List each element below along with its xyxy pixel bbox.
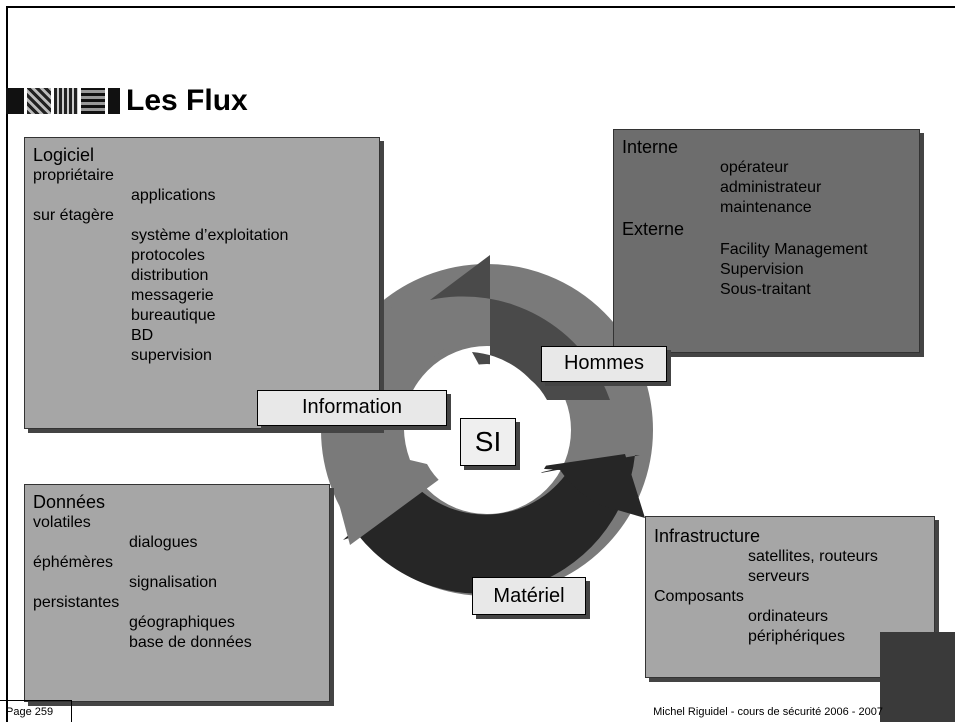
list-item: signalisation (129, 574, 218, 591)
list-item: périphériques (748, 628, 845, 645)
list-item: protocoles (131, 247, 205, 264)
school-logo-icon (880, 632, 955, 722)
slide-title-bar: Les Flux (6, 82, 248, 120)
list-item: serveurs (748, 568, 810, 585)
list-item: satellites, routeurs (748, 548, 878, 565)
box-infrastructure-heading: Infrastructure (654, 526, 761, 546)
list-item: éphémères (33, 554, 114, 571)
list-item: maintenance (720, 199, 812, 216)
list-item: volatiles (33, 514, 91, 531)
label-information: Information (257, 390, 447, 426)
logo-pattern-icon (54, 88, 78, 114)
arrow-infrastructure (530, 454, 645, 518)
label-materiel: Matériel (472, 577, 586, 615)
list-item: Interne (622, 137, 679, 157)
list-item: géographiques (129, 614, 235, 631)
box-donnees-heading: Données (33, 492, 106, 512)
list-item: propriétaire (33, 167, 114, 184)
list-item: Sous-traitant (720, 281, 811, 298)
logo-block-icon (6, 88, 24, 114)
list-item: système d’exploitation (131, 227, 289, 244)
center-label-si: SI (460, 418, 516, 466)
box-hommes: Interne opérateur administrateur mainten… (613, 129, 920, 353)
box-donnees: Données volatiles dialogues éphémères si… (24, 484, 330, 702)
logo-pattern-icon (27, 88, 51, 114)
list-item: administrateur (720, 179, 822, 196)
list-item: base de données (129, 634, 252, 651)
list-item: Externe (622, 219, 685, 239)
list-item: opérateur (720, 159, 789, 176)
list-item: distribution (131, 267, 209, 284)
list-item: persistantes (33, 594, 120, 611)
label-hommes: Hommes (541, 346, 667, 382)
list-item: Supervision (720, 261, 804, 278)
list-item: bureautique (131, 307, 216, 324)
slide-logo (6, 88, 120, 114)
list-item: supervision (131, 347, 212, 364)
box-logiciel-heading: Logiciel (33, 145, 95, 165)
footer-credit: Michel Riguidel - cours de sécurité 2006… (653, 706, 883, 718)
list-item: sur étagère (33, 207, 114, 224)
logo-pattern-icon (81, 88, 105, 114)
list-item: dialogues (129, 534, 198, 551)
list-item: BD (131, 327, 154, 344)
logo-block-icon (108, 88, 120, 114)
list-item: messagerie (131, 287, 214, 304)
box-logiciel: Logiciel propriétaire applications sur é… (24, 137, 380, 429)
list-item: ordinateurs (748, 608, 829, 625)
list-item: Composants (654, 588, 744, 605)
footer-page-number: Page 259 (0, 700, 72, 722)
slide-frame (6, 6, 955, 722)
slide-title: Les Flux (126, 84, 248, 117)
list-item: applications (131, 187, 216, 204)
list-item: Facility Management (720, 241, 868, 258)
